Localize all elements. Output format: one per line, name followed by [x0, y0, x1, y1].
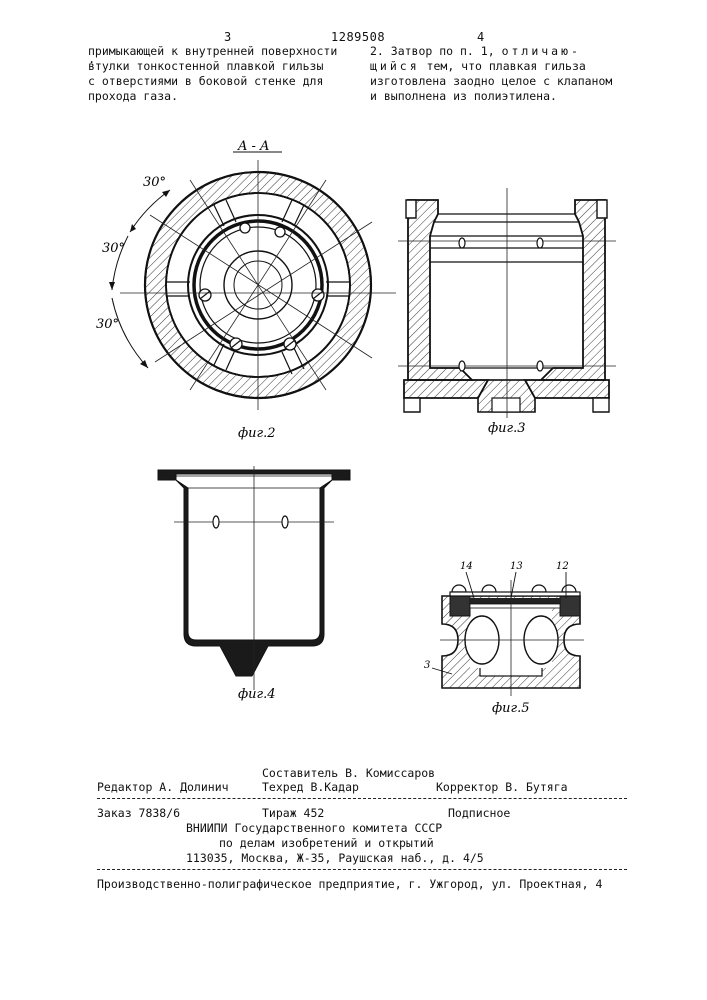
figure-3-section: фиг.3 [398, 188, 616, 436]
footer-corrector: Корректор В. Бутяга [436, 780, 568, 795]
figure-5-caption: фиг.5 [492, 701, 530, 716]
figure-2-section: A - A 30° 30° 30° фиг.2 [96, 139, 396, 441]
footer-editor: Редактор А. Долинич [97, 780, 229, 795]
footer-tech: Техред В.Кадар [262, 780, 359, 795]
part-label-3: 3 [424, 660, 430, 671]
figure-4-sleeve: фиг.4 [158, 466, 350, 702]
patent-figures: A - A 30° 30° 30° фиг.2 [0, 0, 707, 760]
footer-order: Заказ 7838/6 [97, 806, 180, 821]
figure-3-caption: фиг.3 [488, 421, 526, 436]
footer-org-line2: по делам изобретений и открытий [219, 836, 434, 851]
part-label-13: 13 [510, 561, 523, 572]
footer-subscription: Подписное [448, 806, 510, 821]
part-label-14: 14 [460, 561, 473, 572]
angle-label-bottom: 30° [96, 317, 119, 332]
part-label-12: 12 [556, 561, 569, 572]
figure-5-assembly: 14 13 12 3 фиг.5 [424, 561, 584, 716]
angle-label-top: 30° [143, 175, 166, 190]
footer-org-line1: ВНИИПИ Государственного комитета СССР [186, 821, 442, 836]
section-label-aa: A - A [237, 139, 269, 154]
figure-2-caption: фиг.2 [238, 426, 276, 441]
footer-compiler: Составитель В. Комиссаров [262, 766, 435, 781]
footer-rule-1 [97, 798, 627, 799]
footer-org-address: 113035, Москва, Ж-35, Раушская наб., д. … [186, 851, 484, 866]
figure-4-caption: фиг.4 [238, 687, 276, 702]
footer-printer: Производственно-полиграфическое предприя… [97, 877, 602, 892]
footer-circulation: Тираж 452 [262, 806, 324, 821]
angle-label-mid: 30° [102, 241, 125, 256]
footer-rule-2 [97, 869, 627, 870]
